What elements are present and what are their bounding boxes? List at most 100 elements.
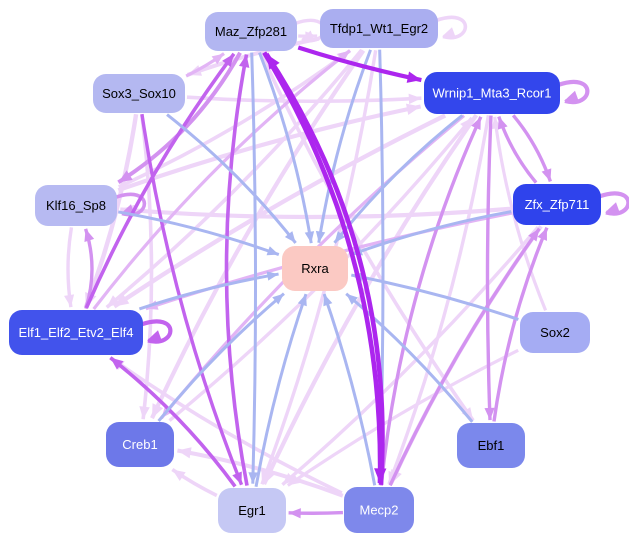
edge-maz-egr1 [248, 52, 258, 484]
edge-creb1-rxra [157, 292, 285, 422]
edge-mecp2-wrnip1 [379, 116, 483, 486]
edge-sox3-wrnip1 [186, 93, 422, 105]
arrowhead [406, 71, 422, 83]
arrowhead [114, 293, 130, 307]
arrowhead [374, 468, 387, 484]
arrowhead [605, 202, 620, 214]
node-maz: Maz_Zfp281 [205, 12, 297, 51]
edge-zfx-zfx [598, 191, 629, 216]
edge-egr1-maz [224, 54, 250, 486]
arrowhead [408, 93, 422, 105]
arrowhead [272, 293, 284, 305]
arrowhead [139, 406, 150, 420]
arrowhead [304, 231, 315, 244]
edge-line [118, 49, 351, 189]
edge-line [92, 49, 352, 310]
edge-line [138, 272, 279, 311]
edge-line [388, 227, 541, 487]
edge-line [387, 115, 491, 485]
edge-line [351, 273, 519, 321]
edge-line [485, 115, 493, 421]
arrowhead [232, 471, 242, 485]
node-box [9, 310, 143, 355]
arrowhead [177, 447, 192, 459]
edge-ebf1-zfx [492, 226, 549, 422]
node-label: Sox3_Sox10 [102, 86, 176, 101]
node-label: Egr1 [238, 503, 265, 518]
node-box [205, 12, 297, 51]
self-loop [140, 319, 173, 344]
edge-wrnip1-zfx [511, 114, 553, 183]
edge-maz-mecp2 [262, 51, 387, 484]
node-label: Wrnip1_Mta3_Rcor1 [433, 86, 552, 101]
node-label: Zfx_Zfp711 [525, 197, 590, 212]
arrowhead [564, 90, 579, 102]
edge-mecp2-egr1 [288, 508, 344, 519]
node-box [282, 246, 348, 291]
arrowhead [497, 116, 508, 130]
arrowhead [301, 30, 315, 41]
edge-egr1-elf1 [109, 356, 237, 488]
node-label: Tfdp1_Wt1_Egr2 [330, 21, 428, 36]
node-box [320, 9, 438, 48]
edge-klf16-elf1 [64, 227, 75, 308]
node-label: Mecp2 [359, 503, 398, 518]
arrowhead [172, 469, 186, 481]
edge-wrnip1-elf1 [112, 113, 447, 309]
arrowhead [64, 294, 75, 308]
arrowhead [537, 227, 547, 241]
edge-line [258, 52, 313, 244]
node-label: Rxra [301, 261, 329, 276]
edge-sox3-maz [185, 52, 225, 78]
node-box [457, 423, 525, 468]
arrowhead [238, 54, 250, 68]
edge-tfdp1-tfdp1 [435, 15, 468, 40]
edge-line [140, 113, 244, 486]
node-klf16: Klf16_Sp8 [35, 185, 117, 226]
edge-elf1-elf1 [140, 319, 173, 344]
edge-line [492, 226, 549, 422]
edge-maz-klf16 [117, 51, 242, 185]
arrowhead [248, 472, 258, 484]
edge-line [166, 113, 297, 244]
edge-line [150, 49, 366, 420]
node-wrnip1: Wrnip1_Mta3_Rcor1 [424, 72, 560, 114]
arrowhead [541, 168, 552, 182]
node-box [424, 72, 560, 114]
node-label: Klf16_Sp8 [46, 198, 106, 213]
arrowhead [528, 228, 540, 242]
node-box [93, 74, 185, 113]
edge-zfx-wrnip1 [497, 115, 538, 184]
arrowhead [442, 27, 456, 38]
node-label: Elf1_Elf2_Etv2_Elf4 [19, 325, 134, 340]
edge-line [186, 95, 422, 104]
edge-maz-rxra [258, 52, 315, 244]
self-loop [435, 15, 468, 40]
edge-mecp2-rxra [322, 293, 377, 486]
node-elf1: Elf1_Elf2_Etv2_Elf4 [9, 310, 143, 355]
edge-elf1-tfdp1 [92, 49, 352, 310]
arrowhead [460, 117, 472, 131]
node-box [218, 488, 286, 533]
self-loop [598, 191, 629, 216]
edge-sox3-rxra [166, 113, 297, 244]
edge-maz-wrnip1 [297, 45, 422, 83]
edge-line [157, 292, 285, 422]
edge-line [177, 448, 344, 498]
arrowhead [222, 53, 234, 68]
arrowhead [151, 403, 164, 419]
edge-line [117, 51, 242, 185]
edge-line [105, 48, 364, 309]
node-label: Creb1 [122, 437, 157, 452]
edge-line [224, 54, 249, 486]
edge-sox3-creb1 [139, 114, 154, 420]
arrowhead [315, 230, 326, 243]
arrowhead [147, 330, 162, 342]
edge-line [379, 116, 483, 486]
edge-sox3-egr1 [140, 113, 244, 486]
edge-line [254, 293, 308, 488]
arrowhead [405, 103, 421, 115]
edge-line [110, 356, 343, 495]
